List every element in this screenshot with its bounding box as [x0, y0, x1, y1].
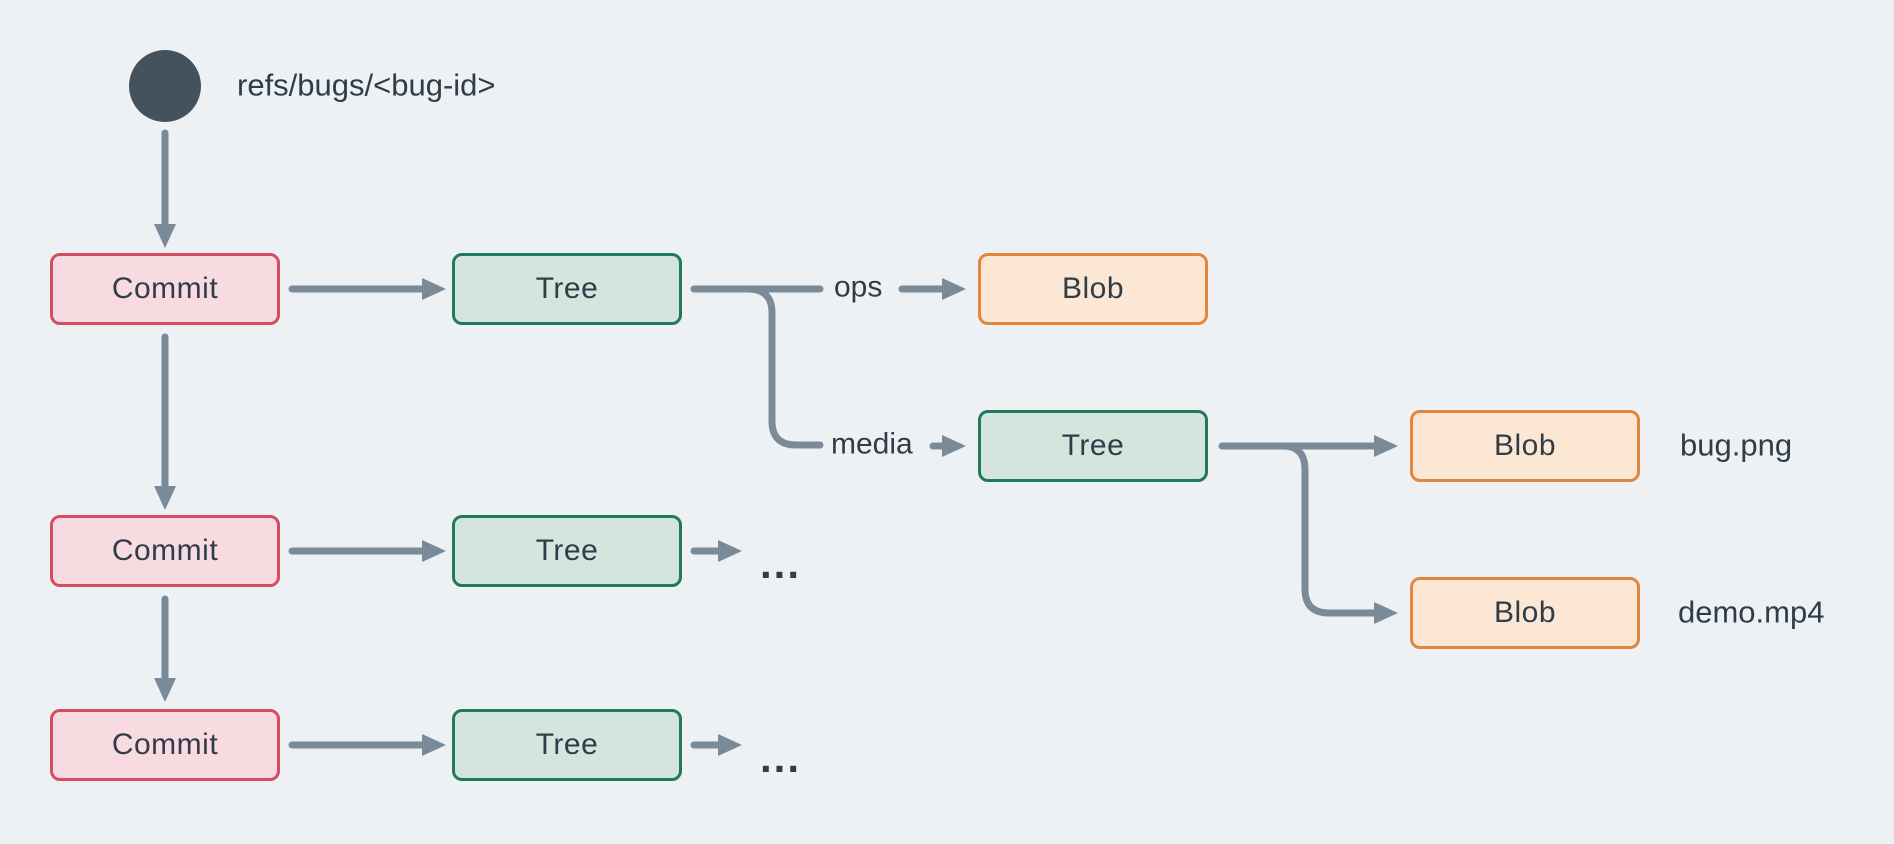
branch-tree2-to-blob-demo: [1279, 442, 1398, 624]
tree-node-3-label: Tree: [535, 534, 599, 567]
blob-node-demo: Blob: [1410, 577, 1640, 649]
edge-label-ops: ops: [834, 270, 883, 304]
tree-node-1-label: Tree: [535, 272, 599, 305]
blob-node-bug: Blob: [1410, 410, 1640, 482]
commit-node-2: Commit: [50, 515, 280, 587]
commit-node-1: Commit: [50, 253, 280, 325]
ellipsis-mid-row: ...: [760, 540, 802, 587]
file-label-bug-png: bug.png: [1680, 427, 1793, 463]
blob-node-bug-label: Blob: [1493, 429, 1557, 462]
branch-tree1-to-media: [744, 285, 824, 449]
commit-node-1-label: Commit: [111, 272, 219, 305]
tree-node-1: Tree: [452, 253, 682, 325]
commit-node-3: Commit: [50, 709, 280, 781]
tree-node-4: Tree: [452, 709, 682, 781]
tree-node-2: Tree: [978, 410, 1208, 482]
tree-node-4-label: Tree: [535, 728, 599, 761]
ref-label: refs/bugs/<bug-id>: [237, 67, 496, 103]
commit-node-2-label: Commit: [111, 534, 219, 567]
commit-node-3-label: Commit: [111, 728, 219, 761]
file-label-demo-mp4: demo.mp4: [1678, 594, 1825, 630]
edge-label-media: media: [831, 427, 913, 461]
tree-node-3: Tree: [452, 515, 682, 587]
tree-node-2-label: Tree: [1061, 429, 1125, 462]
blob-node-ops: Blob: [978, 253, 1208, 325]
ref-dot: [129, 50, 201, 122]
ellipsis-bottom-row: ...: [760, 734, 802, 781]
blob-node-demo-label: Blob: [1493, 596, 1557, 629]
blob-node-ops-label: Blob: [1061, 272, 1125, 305]
